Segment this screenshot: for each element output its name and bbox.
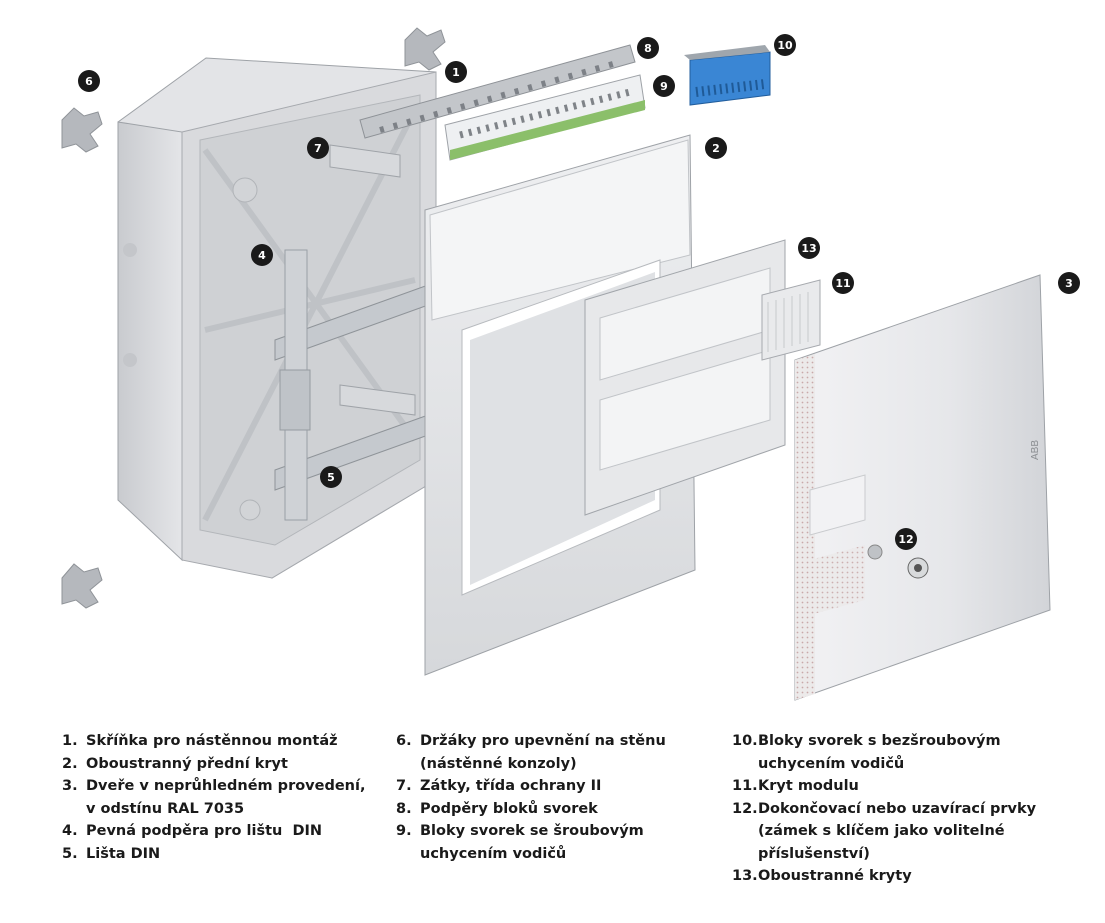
legend-text: Oboustranný přední kryt	[86, 755, 288, 772]
legend-item-5: 5. Lišta DIN	[62, 843, 365, 866]
legend-text: Držáky pro upevnění na stěnu	[420, 733, 666, 749]
front-cover	[424, 134, 696, 676]
legend-number: 13.	[732, 868, 758, 884]
legend-number: 1.	[62, 733, 78, 749]
legend-item-12: 12.Dokončovací nebo uzavírací prvky (záme…	[732, 798, 1036, 866]
plugs	[329, 144, 416, 416]
legend-item-13: 13.Oboustranné kryty	[732, 865, 1036, 888]
legend-text: Zátky, třída ochrany II	[420, 778, 602, 794]
legend-item-8: 8. Podpěry bloků svorek	[396, 798, 666, 821]
legend-text-continued: uchycením vodičů	[758, 755, 905, 772]
legend-column-1: 1. Skříňka pro nástěnnou montáž 2. Oboustr…	[62, 730, 365, 865]
legend-number: 7.	[396, 778, 412, 794]
legend-text: Dokončovací nebo uzavírací prvky	[758, 800, 1037, 817]
callout-9: 9	[653, 75, 675, 97]
callout-2: 2	[705, 137, 727, 159]
legend-number: 3.	[62, 778, 78, 794]
legend-text-continued: (zámek s klíčem jako volitelné	[758, 823, 1005, 839]
wall-bracket-bottom	[61, 563, 103, 609]
legend-item-10: 10.Bloky svorek s bezšroubovým uchycením …	[732, 730, 1036, 775]
terminal-support-bar	[359, 44, 636, 139]
callout-8: 8	[637, 37, 659, 59]
legend-text-continued: uchycením vodičů	[420, 845, 567, 862]
exploded-view-illustration: ABB	[61, 27, 1051, 701]
legend-number: 8.	[396, 800, 412, 817]
callout-12: 12	[895, 528, 917, 550]
legend-item-4: 4. Pevná podpěra pro lištu DIN	[62, 820, 365, 843]
legend-text: Dveře v neprůhledném provedení,	[86, 778, 366, 794]
legend-item-2: 2. Oboustranný přední kryt	[62, 753, 365, 776]
legend-text: Skříňka pro nástěnnou montáž	[86, 733, 338, 749]
wall-bracket-top	[404, 27, 446, 71]
callout-6: 6	[78, 70, 100, 92]
enclosure-box	[117, 57, 437, 579]
screwless-terminal-block	[684, 45, 771, 106]
legend-text: Podpěry bloků svorek	[420, 800, 598, 817]
legend-item-3: 3. Dveře v neprůhledném provedení, v odstí…	[62, 775, 365, 820]
door	[794, 274, 1051, 701]
legend-number: 4.	[62, 823, 78, 839]
module-cover	[761, 279, 821, 361]
legend-text: Oboustranné kryty	[758, 868, 912, 884]
callout-11: 11	[832, 272, 854, 294]
callout-3: 3	[1058, 272, 1080, 294]
legend-text: Bloky svorek s bezšroubovým	[758, 733, 1001, 749]
legend-number: 11.	[732, 778, 758, 794]
callout-13: 13	[798, 237, 820, 259]
double-covers	[584, 239, 786, 516]
legend-item-6: 6. Držáky pro upevnění na stěnu (nástěnné …	[396, 730, 666, 775]
legend-text: Lišta DIN	[86, 845, 161, 862]
legend-text-continued: v odstínu RAL 7035	[86, 800, 245, 817]
legend-text: Pevná podpěra pro lištu DIN	[86, 823, 323, 839]
wall-bracket-left	[61, 107, 103, 153]
legend-number: 9.	[396, 823, 412, 839]
legend-column-3: 10.Bloky svorek s bezšroubovým uchycením …	[732, 730, 1036, 888]
legend-text: Kryt modulu	[758, 778, 859, 794]
callout-4: 4	[251, 244, 273, 266]
legend-item-9: 9. Bloky svorek se šroubovým uchycením vod…	[396, 820, 666, 865]
legend-item-7: 7. Zátky, třída ochrany II	[396, 775, 666, 798]
callout-7: 7	[307, 137, 329, 159]
legend-text-continued: příslušenství)	[758, 845, 870, 862]
legend-text-continued: (nástěnné konzoly)	[420, 755, 577, 772]
door-logo: ABB	[1030, 440, 1041, 460]
legend-number: 12.	[732, 800, 758, 817]
callout-1: 1	[445, 61, 467, 83]
legend-item-1: 1. Skříňka pro nástěnnou montáž	[62, 730, 365, 753]
legend-number: 10.	[732, 733, 758, 749]
legend-number: 6.	[396, 733, 412, 749]
legend-number: 5.	[62, 845, 78, 862]
legend-number: 2.	[62, 755, 78, 772]
callout-10: 10	[774, 34, 796, 56]
legend-item-11: 11.Kryt modulu	[732, 775, 1036, 798]
screw-terminal-block	[444, 74, 646, 161]
callout-5: 5	[320, 466, 342, 488]
legend-text: Bloky svorek se šroubovým	[420, 823, 644, 839]
legend-column-2: 6. Držáky pro upevnění na stěnu (nástěnné …	[396, 730, 666, 865]
